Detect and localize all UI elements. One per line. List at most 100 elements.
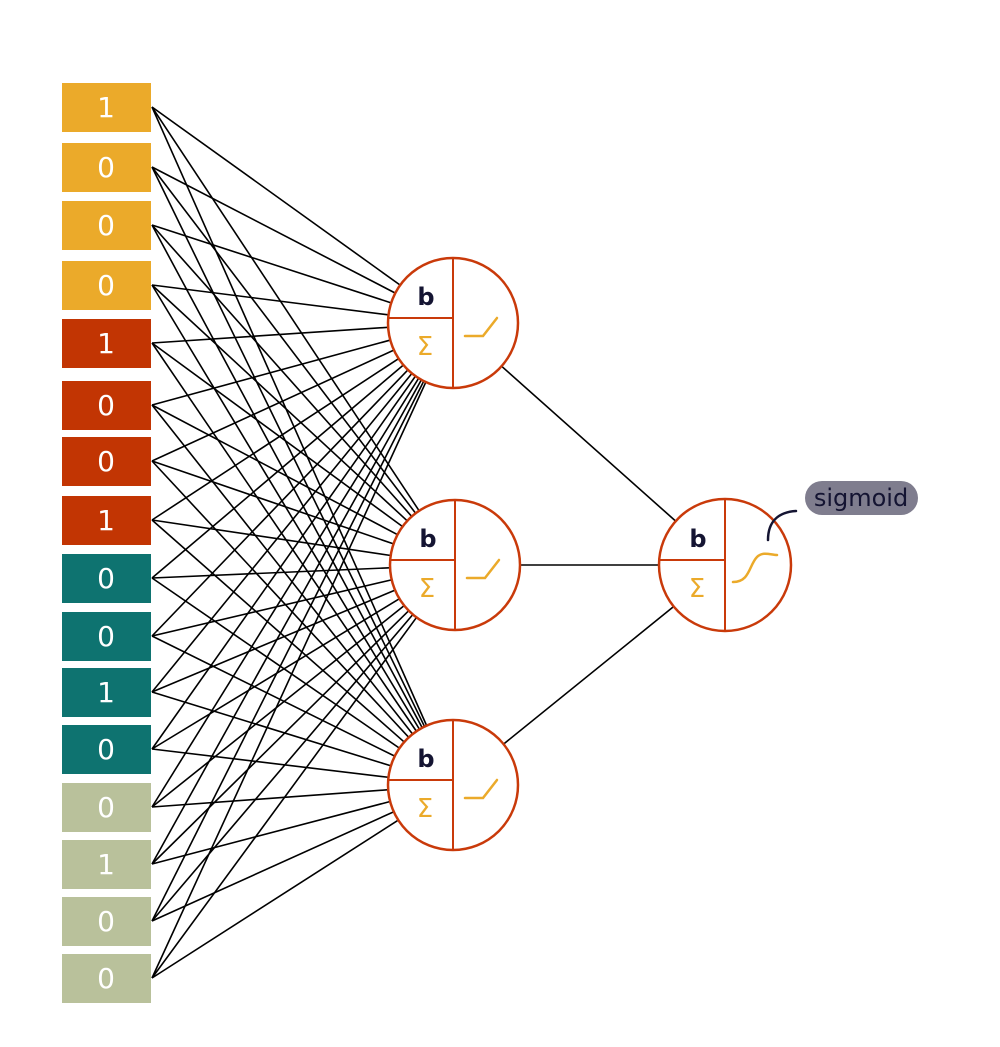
input-value: 0: [97, 620, 115, 653]
edge-input-8-hidden-1: [151, 566, 393, 579]
edge-input-4-hidden-2: [151, 342, 419, 734]
input-box: [62, 83, 151, 132]
edge-input-14-hidden-2: [151, 810, 396, 922]
input-node: 0: [62, 725, 151, 774]
input-value: 1: [97, 504, 115, 537]
input-value: 0: [97, 445, 115, 478]
edge-input-7-hidden-2: [151, 519, 407, 744]
input-node: 0: [62, 381, 151, 430]
edge-input-13-hidden-2: [151, 800, 393, 865]
sum-label: Σ: [419, 574, 435, 604]
connections: [151, 106, 677, 979]
input-box: [62, 201, 151, 250]
sigmoid-label-background: [805, 481, 918, 515]
edge-input-1-hidden-2: [151, 166, 427, 729]
input-value: 1: [97, 848, 115, 881]
output-neuron: bΣ: [657, 497, 793, 633]
edge-input-10-hidden-0: [151, 371, 414, 693]
relu-icon: [463, 316, 499, 338]
edge-input-12-hidden-1: [151, 603, 407, 808]
input-box: [62, 381, 151, 430]
edge-input-1-hidden-1: [151, 166, 418, 516]
annotation-pointer: [766, 509, 798, 542]
edge-input-14-hidden-1: [151, 612, 415, 922]
output-layer: bΣ: [657, 497, 793, 633]
edge-input-0-hidden-1: [151, 106, 421, 513]
relu-icon: [465, 558, 501, 580]
edge-input-0-hidden-0: [151, 106, 403, 287]
input-node: 1: [62, 668, 151, 717]
edge-input-7-hidden-0: [151, 356, 401, 521]
input-value: 0: [97, 209, 115, 242]
edge-input-4-hidden-0: [151, 326, 391, 344]
input-node: 0: [62, 437, 151, 486]
hidden-neuron: bΣ: [386, 256, 520, 390]
input-node: 1: [62, 319, 151, 368]
input-node: 1: [62, 496, 151, 545]
edge-input-6-hidden-1: [151, 460, 396, 546]
input-node: 0: [62, 261, 151, 310]
edge-input-7-hidden-1: [151, 519, 393, 557]
input-node: 1: [62, 83, 151, 132]
edge-input-3-hidden-2: [151, 284, 422, 732]
edge-input-8-hidden-2: [151, 577, 402, 750]
relu-icon: [463, 778, 499, 800]
input-node: 0: [62, 783, 151, 832]
sigmoid-icon: [731, 552, 779, 584]
edge-input-13-hidden-0: [151, 377, 424, 865]
edge-input-11-hidden-0: [151, 374, 418, 750]
edge-input-12-hidden-2: [151, 788, 391, 808]
edge-input-2-hidden-0: [151, 224, 394, 305]
input-node: 0: [62, 554, 151, 603]
input-value: 1: [97, 91, 115, 124]
input-value: 1: [97, 327, 115, 360]
input-box: [62, 554, 151, 603]
sum-label: Σ: [417, 332, 433, 362]
input-node: 0: [62, 954, 151, 1003]
sum-label: Σ: [689, 574, 705, 604]
edge-input-5-hidden-1: [151, 404, 400, 537]
input-value: 0: [97, 562, 115, 595]
bias-label: b: [417, 745, 434, 773]
input-box: [62, 496, 151, 545]
input-node: 0: [62, 201, 151, 250]
edge-input-9-hidden-0: [151, 367, 410, 637]
input-node: 0: [62, 143, 151, 192]
input-node: 0: [62, 897, 151, 946]
input-value: 0: [97, 151, 115, 184]
input-box: [62, 319, 151, 368]
input-node: 0: [62, 612, 151, 661]
bias-label: b: [417, 283, 434, 311]
input-box: [62, 143, 151, 192]
edge-hidden-0-output: [501, 365, 677, 522]
input-value: 0: [97, 269, 115, 302]
edge-input-10-hidden-1: [151, 588, 398, 693]
edge-input-12-hidden-0: [151, 376, 421, 808]
edge-input-9-hidden-2: [151, 635, 397, 758]
edge-input-11-hidden-2: [151, 748, 391, 779]
input-node: 1: [62, 840, 151, 889]
input-box: [62, 954, 151, 1003]
hidden-neuron: bΣ: [388, 498, 522, 632]
sum-label: Σ: [417, 794, 433, 824]
bias-label: b: [419, 525, 436, 553]
input-value: 0: [97, 791, 115, 824]
sigmoid-annotation: sigmoid: [766, 481, 918, 542]
input-box: [62, 437, 151, 486]
edge-input-5-hidden-0: [151, 338, 393, 406]
edge-input-3-hidden-0: [151, 284, 391, 316]
hidden-neuron: bΣ: [386, 718, 520, 852]
input-value: 0: [97, 389, 115, 422]
input-box: [62, 897, 151, 946]
edge-input-5-hidden-2: [151, 404, 415, 737]
bias-label: b: [689, 525, 706, 553]
edge-input-8-hidden-0: [151, 363, 406, 579]
edge-input-2-hidden-1: [151, 224, 414, 519]
sigmoid-label: sigmoid: [814, 484, 908, 512]
edge-input-6-hidden-0: [151, 348, 397, 462]
input-value: 0: [97, 733, 115, 766]
input-box: [62, 840, 151, 889]
input-box: [62, 668, 151, 717]
